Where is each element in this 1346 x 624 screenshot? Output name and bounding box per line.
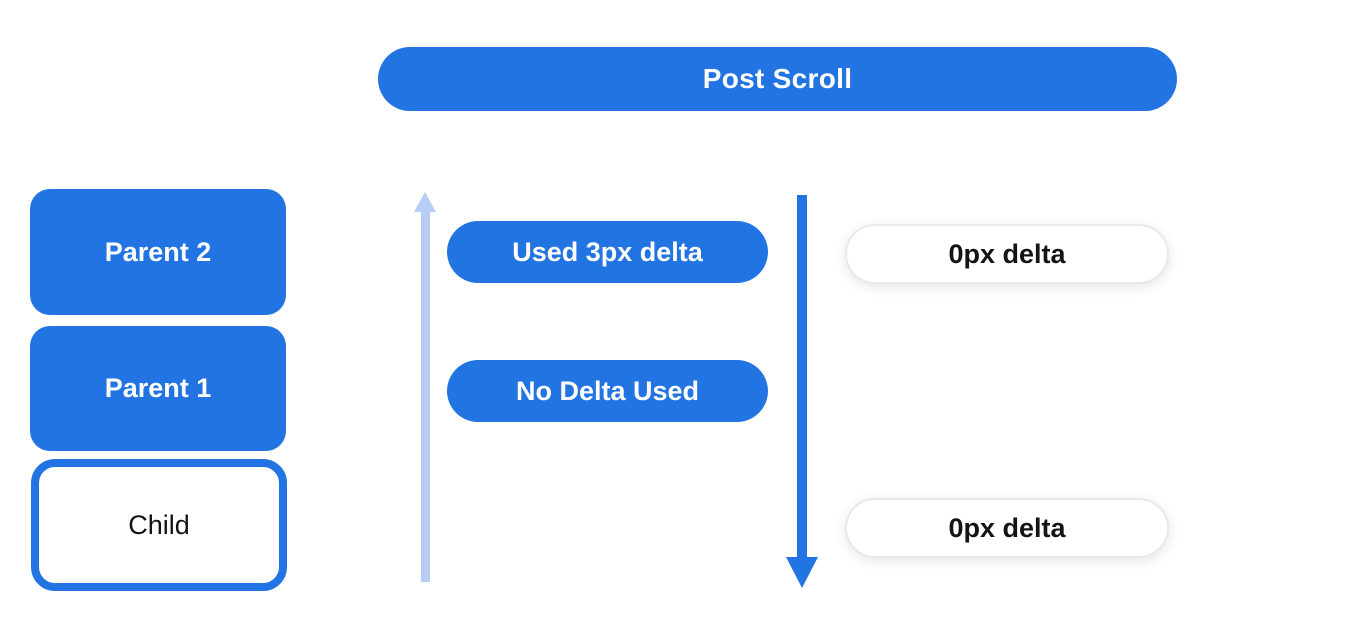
box-child: Child — [31, 459, 287, 591]
up-arrow-shaft — [420, 212, 430, 582]
box-parent-2: Parent 2 — [30, 189, 286, 315]
pill-0px-delta-bottom-label: 0px delta — [948, 512, 1066, 543]
up-arrowhead — [414, 192, 436, 212]
box-child-label: Child — [128, 509, 190, 540]
post-scroll-banner-label: Post Scroll — [702, 63, 853, 94]
box-parent-2-label: Parent 2 — [104, 236, 212, 267]
pill-0px-delta-bottom: 0px delta — [845, 498, 1169, 558]
box-parent-1: Parent 1 — [30, 326, 286, 451]
down-arrow-icon — [786, 195, 818, 588]
pill-no-delta-used-label: No Delta Used — [515, 375, 700, 406]
post-scroll-banner: Post Scroll — [378, 47, 1177, 111]
box-parent-1-label: Parent 1 — [104, 373, 212, 403]
up-arrow-icon — [413, 192, 437, 582]
pill-0px-delta-top: 0px delta — [845, 224, 1169, 284]
pill-0px-delta-top-label: 0px delta — [948, 238, 1066, 269]
down-arrow-shaft — [797, 195, 807, 557]
pill-used-3px-delta: Used 3px delta — [447, 221, 768, 283]
down-arrowhead — [786, 557, 818, 588]
pill-no-delta-used: No Delta Used — [447, 360, 768, 422]
pill-used-3px-delta-label: Used 3px delta — [512, 236, 703, 267]
